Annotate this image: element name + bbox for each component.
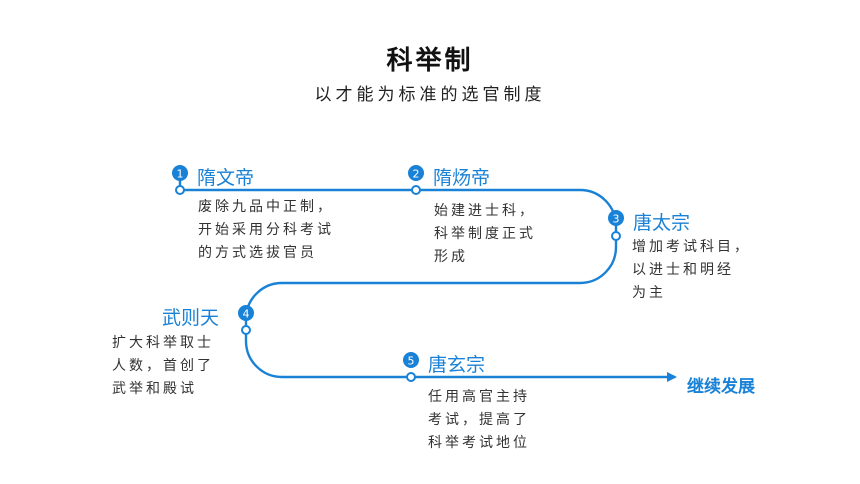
diagram-title: 科举制	[386, 46, 474, 76]
description-line: 以进士和明经	[632, 262, 734, 278]
timeline-node-2: 2	[408, 165, 424, 195]
emperor-label-2: 隋炀帝	[433, 167, 491, 189]
description-line: 武举和殿试	[112, 381, 197, 397]
step-number-5: 5	[408, 355, 415, 368]
timeline-node-3: 3	[608, 210, 624, 241]
diagram-subtitle: 以才能为标准的选官制度	[314, 85, 546, 105]
timeline-node-1: 1	[172, 165, 188, 195]
continuation-label: 继续发展	[687, 377, 755, 397]
step-description-4: 扩大科举取士 人数，首创了 武举和殿试	[112, 332, 214, 401]
step-number-2: 2	[413, 168, 420, 181]
emperor-label-1: 隋文帝	[197, 167, 255, 189]
step-description-1: 废除九品中正制， 开始采用分科考试 的方式选拔官员	[198, 196, 334, 265]
description-line: 科举考试地位	[428, 435, 530, 451]
emperor-label-3: 唐太宗	[633, 212, 691, 234]
description-line: 废除九品中正制，	[198, 199, 334, 215]
step-number-4: 4	[243, 308, 250, 321]
description-line: 为主	[632, 285, 666, 301]
description-line: 考试，提高了	[428, 412, 530, 428]
description-line: 的方式选拔官员	[198, 245, 317, 261]
step-number-1: 1	[177, 168, 184, 181]
description-line: 任用高官主持	[428, 389, 530, 405]
timeline-node-5: 5	[403, 352, 419, 382]
emperor-label-4: 武则天	[162, 307, 220, 329]
step-description-2: 始建进士科， 科举制度正式 形成	[434, 200, 536, 269]
step-description-3: 增加考试科目， 以进士和明经 为主	[632, 236, 751, 305]
description-line: 人数，首创了	[112, 358, 214, 374]
step-description-5: 任用高官主持 考试，提高了 科举考试地位	[428, 386, 530, 455]
description-line: 扩大科举取士	[112, 335, 214, 351]
timeline-node-4: 4	[238, 305, 254, 335]
description-line: 增加考试科目，	[632, 239, 751, 255]
step-number-3: 3	[613, 213, 620, 226]
description-line: 开始采用分科考试	[198, 222, 334, 238]
description-line: 形成	[434, 249, 468, 265]
description-line: 始建进士科，	[434, 203, 536, 219]
emperor-label-5: 唐玄宗	[428, 354, 486, 376]
description-line: 科举制度正式	[434, 226, 536, 242]
